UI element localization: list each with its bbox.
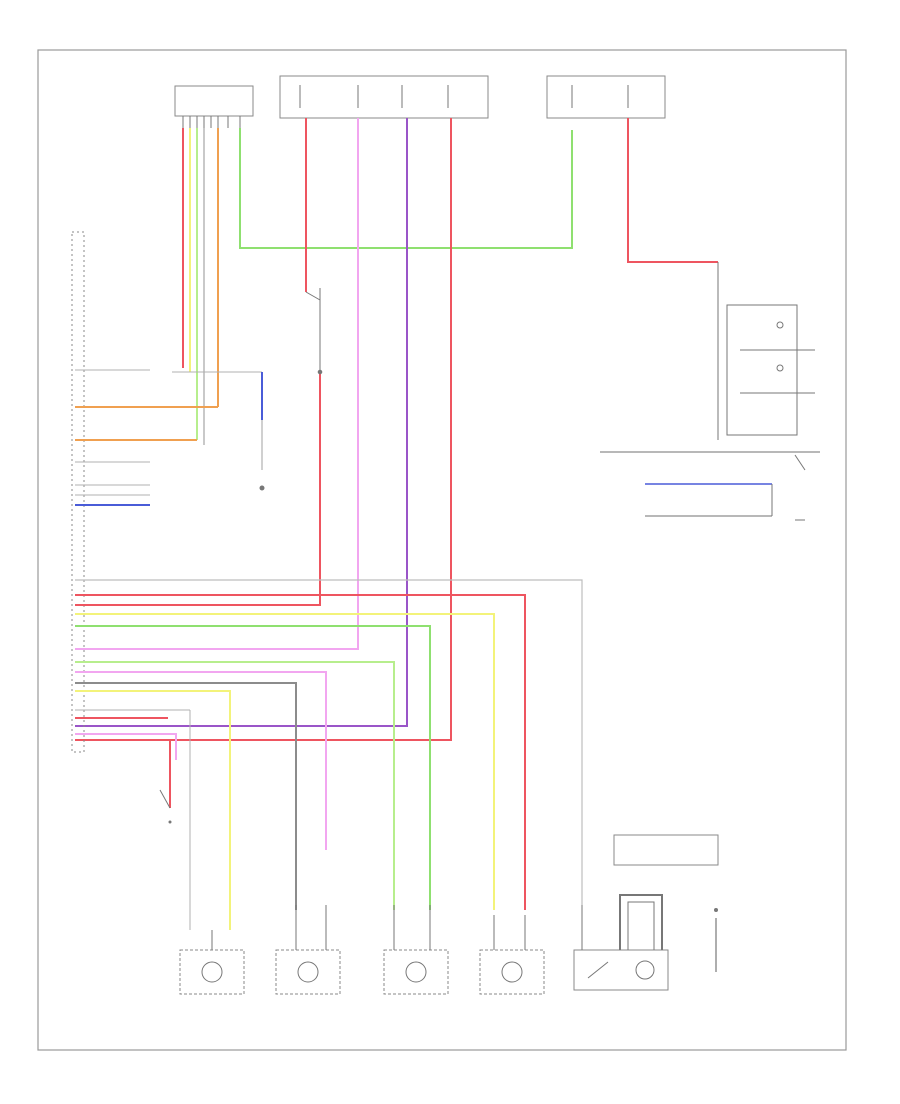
wheel-speed-sensor-lf — [179, 949, 245, 995]
wire-gray-h — [75, 682, 297, 910]
wire-pump-left — [619, 894, 663, 950]
wire-yellow-h — [75, 613, 495, 910]
wire-purple-fuse — [75, 118, 408, 727]
fuse-block-right — [546, 75, 666, 119]
wire-gray-h2 — [75, 579, 583, 905]
ecm-connector-strip — [71, 231, 85, 753]
relay-assembly — [717, 262, 815, 440]
wheel-speed-sensor-rf — [479, 949, 545, 995]
wheel-speed-sensor-lr — [275, 949, 341, 995]
wire-pink-h3 — [75, 733, 177, 760]
ecm-ground — [159, 740, 172, 824]
wire-yellow-h2 — [75, 690, 231, 930]
wire-pink-fuse — [75, 118, 359, 650]
wire-green-h2 — [75, 625, 431, 910]
ground-dot-1 — [259, 485, 265, 491]
wire-red-relay — [627, 118, 718, 263]
wire-red-h-main — [75, 372, 321, 606]
abs-pump-motor — [573, 834, 719, 991]
wire-red-h3 — [75, 594, 526, 910]
brake-switch — [305, 288, 323, 375]
crankshaft-sensor-connector — [174, 85, 254, 128]
wheel-speed-sensor-rr — [383, 949, 449, 995]
wire-pump-right — [627, 901, 655, 950]
ground-dot-2 — [714, 908, 718, 912]
wire-green-h — [75, 661, 395, 910]
wire-red-fuse-2 — [75, 118, 452, 741]
wire-pink-h2 — [75, 671, 327, 850]
diagram-border — [37, 49, 847, 1051]
fuse-block-top — [279, 75, 489, 119]
